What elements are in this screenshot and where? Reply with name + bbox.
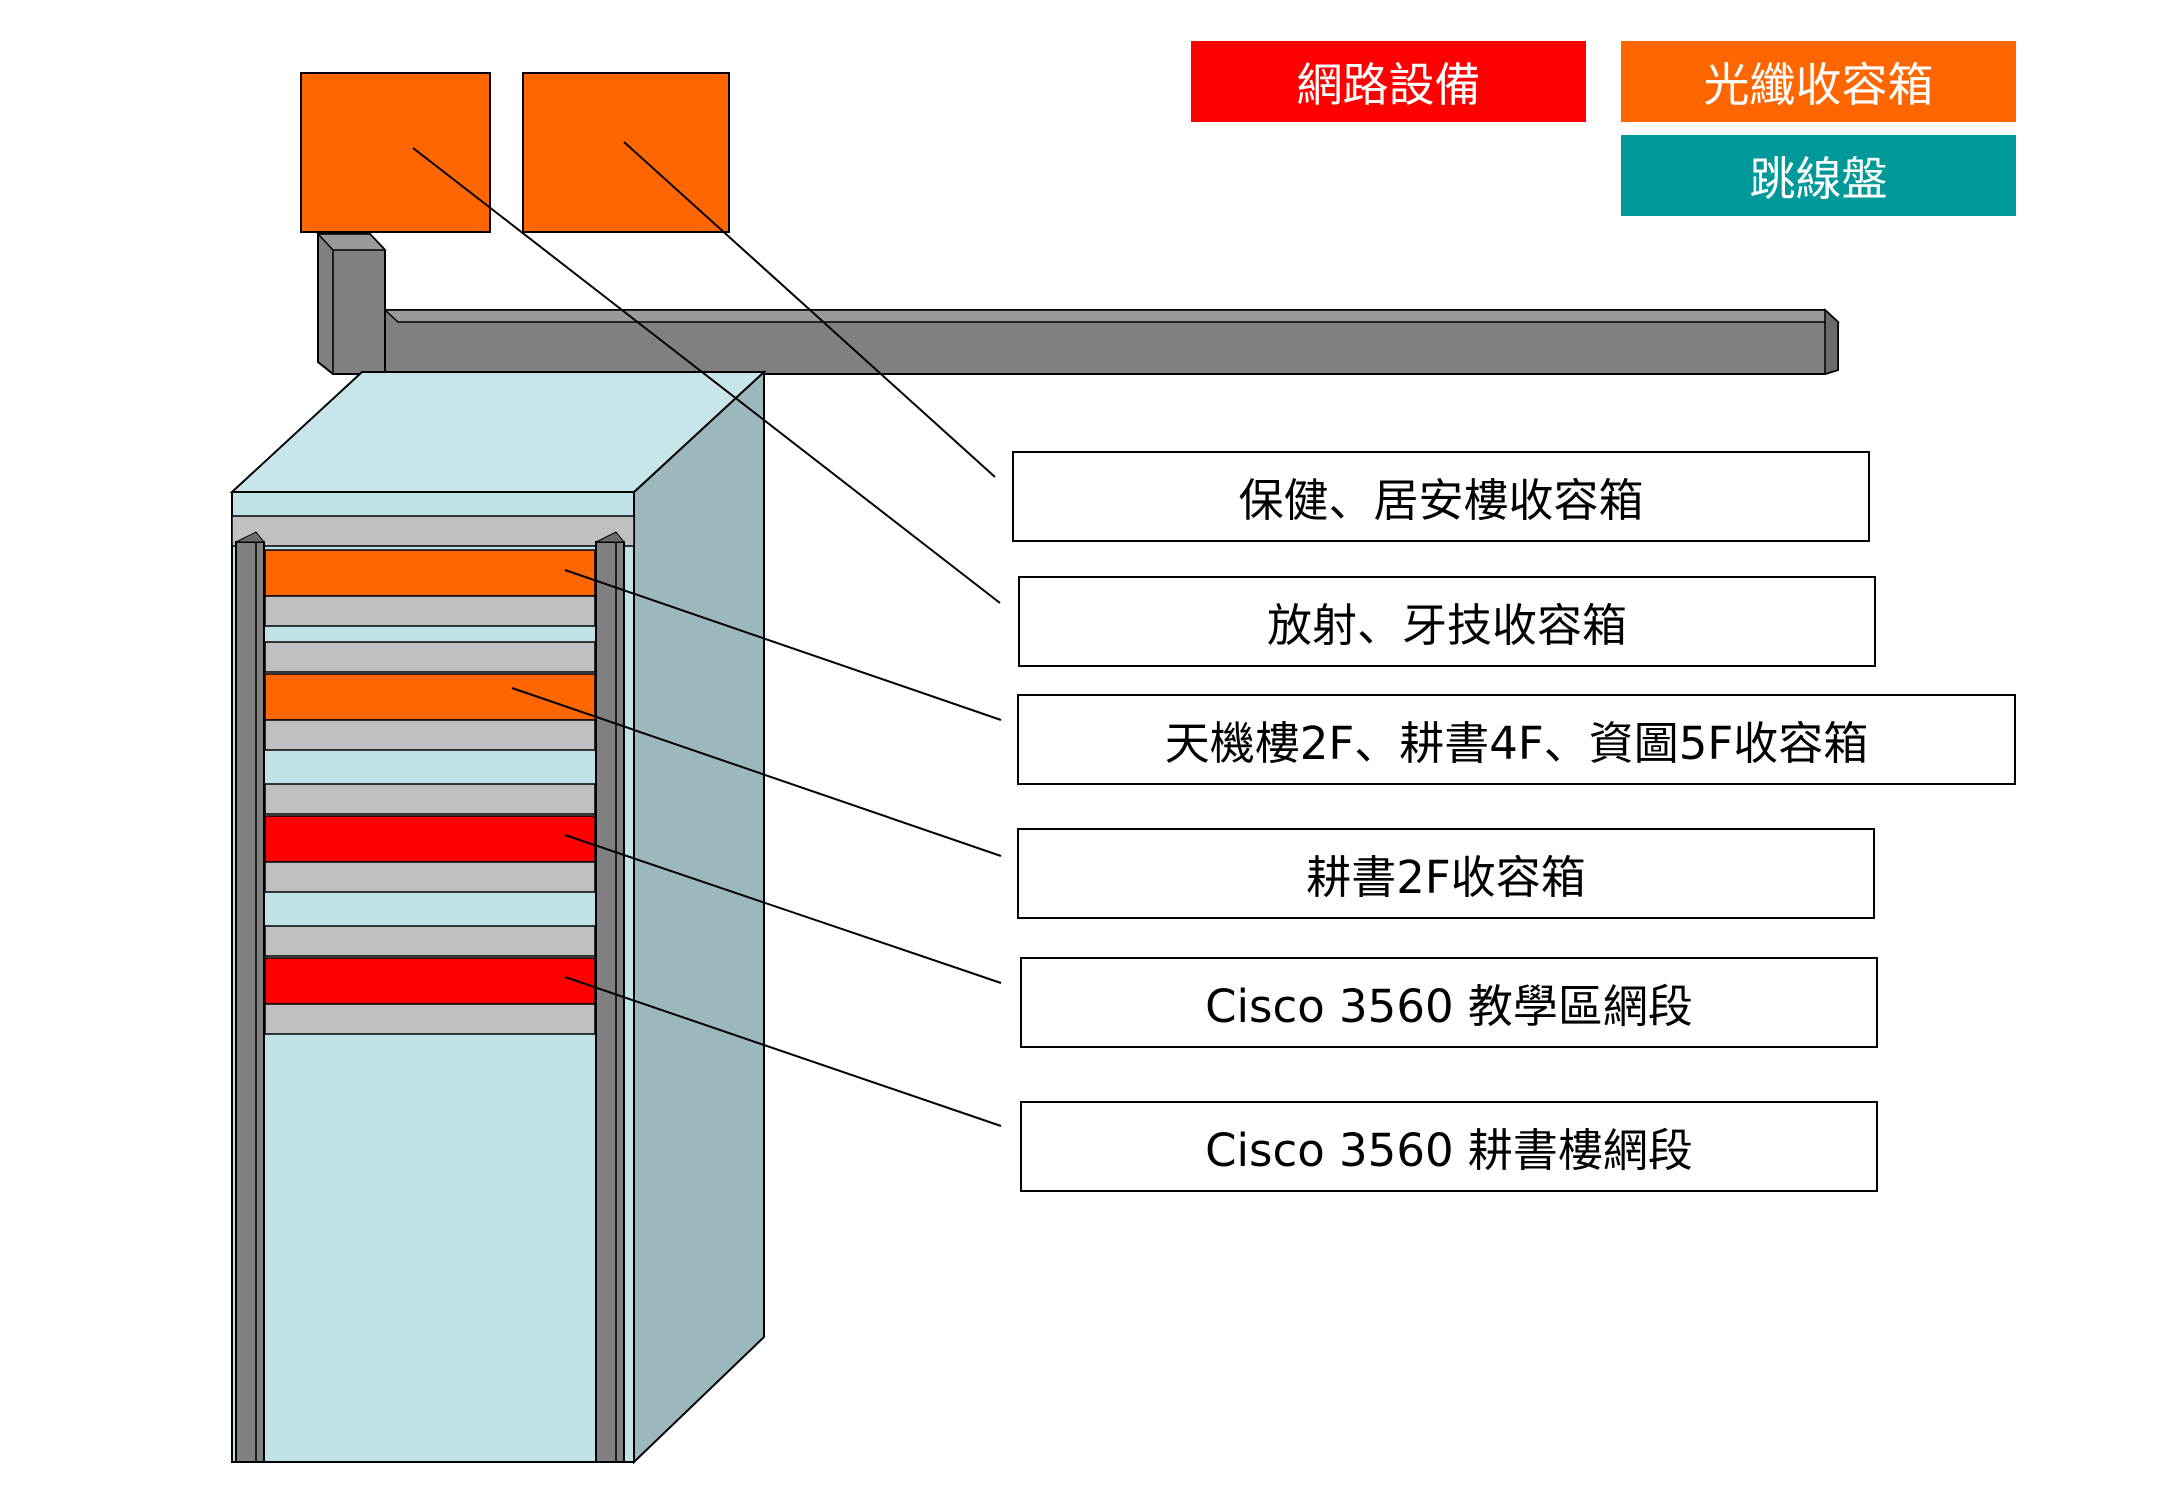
callout-b: 放射、牙技收容箱 — [1018, 576, 1876, 667]
shelf-3 — [264, 719, 596, 751]
callout-e-label: Cisco 3560 教學區網段 — [1205, 980, 1693, 1033]
legend-fiber-label: 光纖收容箱 — [1703, 57, 1934, 112]
rack-cabinet — [229, 369, 767, 1465]
shelf-7 — [264, 1003, 596, 1035]
rack-rails — [235, 531, 626, 1463]
leader-b — [412, 147, 1001, 604]
callout-b-label: 放射、牙技收容箱 — [1266, 599, 1627, 652]
shelf-6 — [264, 925, 596, 957]
leader-a — [623, 141, 996, 478]
shelf-2 — [264, 641, 596, 673]
rail-right — [595, 541, 625, 1463]
cable-tray — [316, 233, 1840, 376]
leader-d — [511, 687, 1002, 857]
callout-d: 耕書2F收容箱 — [1017, 828, 1875, 919]
leader-lines — [412, 141, 1002, 1127]
switch-unit-1 — [264, 815, 596, 863]
legend-network: 網路設備 — [1191, 41, 1586, 122]
remote-fiber-box-left — [300, 72, 491, 233]
leader-e — [564, 834, 1002, 984]
leader-c — [564, 569, 1002, 721]
shelf-4 — [264, 783, 596, 815]
callout-c: 天機樓2F、耕書4F、資圖5F收容箱 — [1017, 694, 2016, 785]
fiber-box-unit-2 — [264, 673, 596, 721]
rack-side — [633, 369, 765, 1465]
legend-fiber: 光纖收容箱 — [1621, 41, 2016, 122]
legend-network-label: 網路設備 — [1296, 57, 1481, 112]
shelf-5 — [264, 861, 596, 893]
callout-f-label: Cisco 3560 耕書樓網段 — [1205, 1124, 1693, 1177]
switch-unit-2 — [264, 957, 596, 1005]
leader-f — [564, 976, 1002, 1127]
callout-f: Cisco 3560 耕書樓網段 — [1020, 1101, 1878, 1192]
callout-e: Cisco 3560 教學區網段 — [1020, 957, 1878, 1048]
legend-patch: 跳線盤 — [1621, 135, 2016, 216]
rack-units — [264, 549, 596, 1035]
callout-d-label: 耕書2F收容箱 — [1306, 851, 1586, 904]
callout-a-label: 保健、居安樓收容箱 — [1238, 474, 1644, 527]
legend-patch-label: 跳線盤 — [1749, 151, 1888, 206]
callout-a: 保健、居安樓收容箱 — [1012, 451, 1870, 542]
shelf-1 — [264, 595, 596, 627]
fiber-box-unit-1 — [264, 549, 596, 597]
callout-c-label: 天機樓2F、耕書4F、資圖5F收容箱 — [1164, 717, 1869, 770]
rail-left — [235, 541, 265, 1463]
